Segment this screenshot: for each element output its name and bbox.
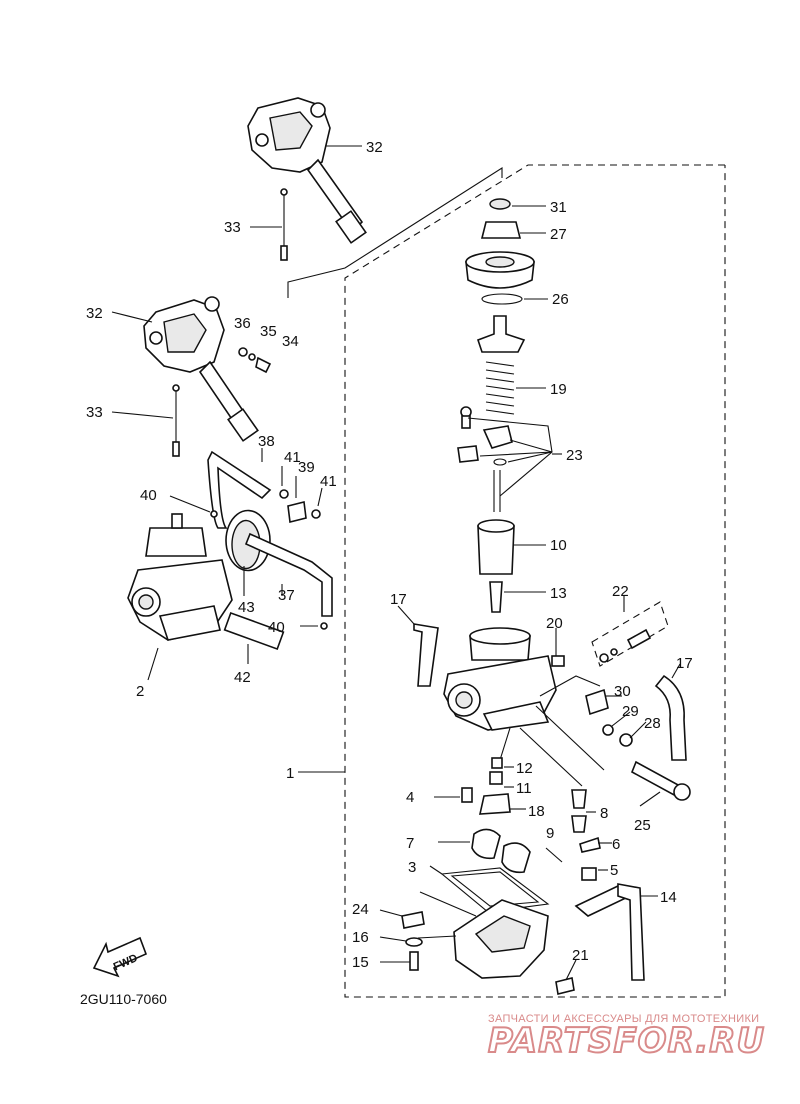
callout-37: 37 [278, 587, 295, 604]
callout-22: 22 [612, 583, 629, 600]
callout-40-a: 40 [140, 487, 157, 504]
callout-38: 38 [258, 433, 275, 450]
callout-41-a: 41 [284, 449, 301, 466]
callout-1: 1 [286, 765, 294, 782]
callout-40-b: 40 [268, 619, 285, 636]
callout-11: 11 [516, 780, 532, 797]
float-bowl [379, 867, 658, 995]
callout-5: 5 [610, 862, 618, 879]
leader-lines [429, 628, 661, 875]
jets-and-float [434, 757, 601, 881]
callout-34: 34 [282, 333, 299, 350]
throttle-valve [477, 519, 546, 613]
watermark-caption: ЗАПЧАСТИ И АКСЕССУАРЫ ДЛЯ МОТОТЕХНИКИ [488, 1013, 759, 1025]
choke-parts [585, 596, 691, 801]
drawing-code: 2GU110-7060 [80, 991, 167, 1007]
callout-labels: 32 33 32 36 35 34 33 38 41 39 41 40 43 3… [86, 139, 693, 971]
callout-2: 2 [136, 683, 144, 700]
cable-33-upper [250, 188, 288, 261]
callout-39: 39 [298, 459, 315, 476]
callout-32-b: 32 [86, 305, 103, 322]
callout-41-b: 41 [320, 473, 337, 490]
callout-28: 28 [644, 715, 661, 732]
main-carburetor-body [397, 605, 687, 787]
callout-16: 16 [352, 929, 369, 946]
callout-6: 6 [612, 836, 620, 853]
callout-36: 36 [234, 315, 251, 332]
callout-35: 35 [260, 323, 277, 340]
callout-20: 20 [546, 615, 563, 632]
callout-3: 3 [408, 859, 416, 876]
carburetor-assembly-small [127, 448, 333, 681]
throttle-housing-upper [247, 97, 503, 298]
callout-27: 27 [550, 226, 567, 243]
fwd-arrow: FWD [92, 936, 148, 978]
callout-31: 31 [550, 199, 567, 216]
callout-14: 14 [660, 889, 677, 906]
cable-33-lower [111, 384, 180, 457]
watermark-brand: PARTSFOR.RU [488, 1021, 765, 1061]
throttle-housing-lower [111, 296, 272, 442]
callout-10: 10 [550, 537, 567, 554]
callout-7: 7 [406, 835, 414, 852]
callout-23: 23 [566, 447, 583, 464]
callout-30: 30 [614, 683, 631, 700]
callout-9: 9 [546, 825, 554, 842]
callout-26: 26 [552, 291, 569, 308]
callout-17-a: 17 [390, 591, 407, 608]
callout-24: 24 [352, 901, 369, 918]
callout-33-a: 33 [224, 219, 241, 236]
callout-19: 19 [550, 381, 567, 398]
top-cap-stack [465, 198, 548, 415]
callout-17-b: 17 [676, 655, 693, 672]
callout-43: 43 [238, 599, 255, 616]
callout-33-b: 33 [86, 404, 103, 421]
watermark: ЗАПЧАСТИ И АКСЕССУАРЫ ДЛЯ МОТОТЕХНИКИ PA… [487, 1013, 765, 1062]
callout-21: 21 [572, 947, 589, 964]
callout-29: 29 [622, 703, 639, 720]
callout-32-a: 32 [366, 139, 383, 156]
callout-18: 18 [528, 803, 545, 820]
callout-8: 8 [600, 805, 608, 822]
callout-4: 4 [406, 789, 414, 806]
callout-15: 15 [352, 954, 369, 971]
callout-42: 42 [234, 669, 251, 686]
needle-clip-set [457, 406, 562, 512]
callout-13: 13 [550, 585, 567, 602]
assembly-boundary [298, 164, 726, 998]
callout-25: 25 [634, 817, 651, 834]
callout-12: 12 [516, 760, 533, 777]
